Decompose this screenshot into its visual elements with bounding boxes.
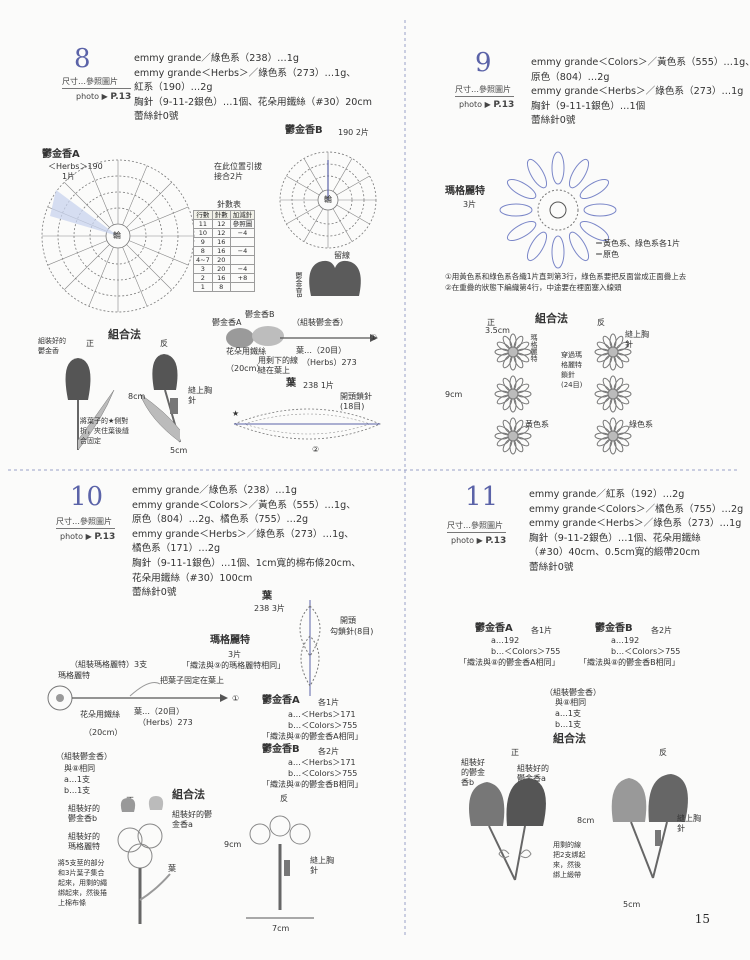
page-number: 15	[694, 912, 710, 926]
leaf-chart: ★	[232, 408, 382, 440]
tulip-b-petal-icon	[309, 260, 361, 296]
size-reference: 尺寸…參照圖片 photo ▶ P.13	[56, 517, 116, 542]
materials-list: emmy grande／紅系（192）…2g emmy grande＜Color…	[529, 489, 744, 573]
tulip-a-chart	[41, 159, 195, 313]
tulip-bundle-back	[611, 774, 688, 879]
materials-list: emmy grande／綠色系（238）…1g emmy grande＜Colo…	[132, 485, 361, 599]
section-number: 10	[70, 482, 104, 512]
stay-label: 留線	[334, 251, 350, 260]
tulip-b-chart	[279, 151, 377, 249]
section-number: 8	[74, 44, 91, 74]
tulip-front-illustration	[65, 358, 115, 451]
section-number: 9	[475, 48, 492, 78]
marguerite-back-stack	[594, 333, 632, 455]
ring-label: 輪	[113, 231, 121, 240]
size-reference: 尺寸…參照圖片 photo ▶ P.13	[455, 85, 515, 110]
section-number: 11	[465, 482, 499, 512]
section-11: 11 尺寸…參照圖片 photo ▶ P.13 emmy grande／紅系（1…	[447, 482, 744, 909]
bouquet-front-illustration	[117, 796, 171, 924]
marguerite-front-stack	[494, 333, 532, 455]
tulip-bundle-front	[469, 778, 546, 881]
assembled-marguerite-strip	[47, 682, 228, 711]
section-9: 9 尺寸…參照圖片 photo ▶ P.13 emmy grande＜Color…	[405, 0, 750, 470]
section-10: 10 尺寸…參照圖片 photo ▶ P.13 emmy grande／綠色系（…	[0, 470, 405, 960]
bouquet-back-illustration	[246, 815, 314, 919]
leaf-chart-10	[299, 600, 321, 696]
tulip-back-illustration	[139, 354, 181, 443]
size-reference: 尺寸…參照圖片 photo ▶ P.13	[447, 521, 507, 546]
section-8: 8 尺寸…參照圖片 photo ▶ P.13 emmy grande／綠色系（2…	[0, 0, 405, 470]
marguerite-chart	[499, 151, 617, 269]
svg-text:★: ★	[232, 409, 239, 418]
size-reference: 尺寸…參照圖片 photo ▶ P.13	[62, 77, 132, 102]
assembled-tulip-strip	[226, 326, 378, 348]
materials-list: emmy grande／綠色系（238）…1g emmy grande＜Herb…	[134, 53, 373, 123]
materials-list: emmy grande＜Colors＞／黃色系（555）…1g、 原色（804）…	[531, 57, 750, 127]
